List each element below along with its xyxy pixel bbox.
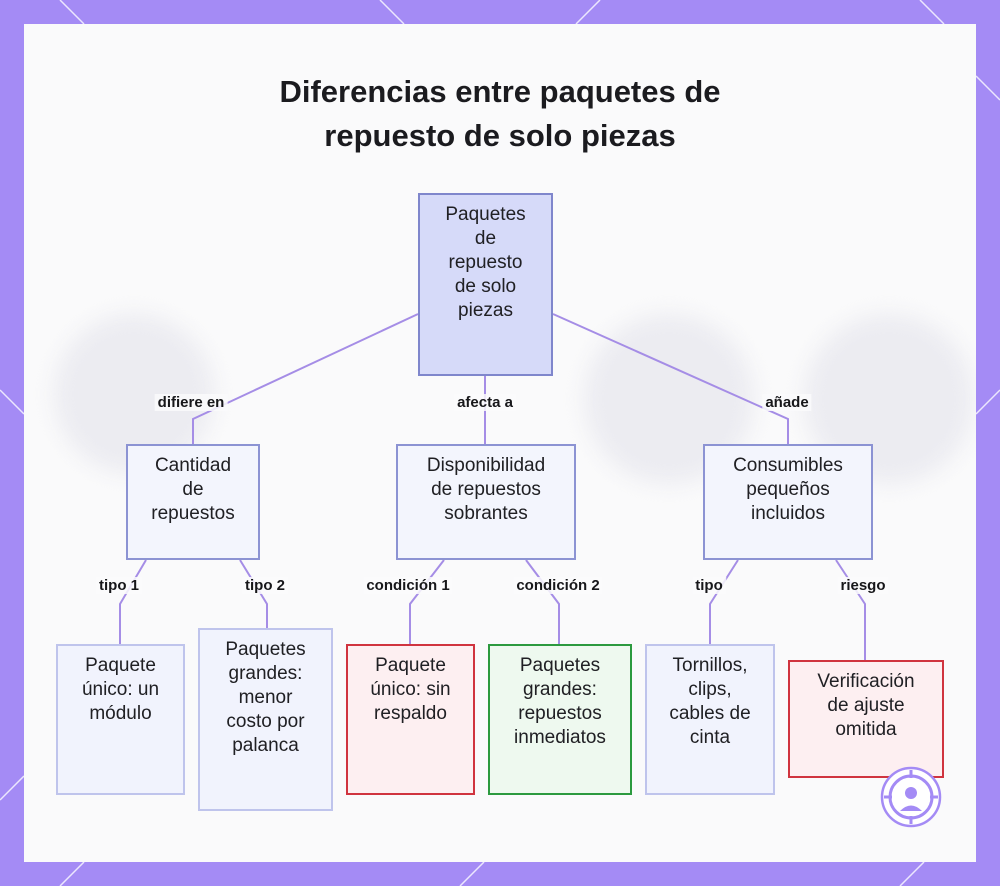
- node-tornillos-label: Tornillos, clips, cables de cinta: [669, 655, 751, 748]
- node-cantidad-repuestos: Cantidad de repuestos: [126, 444, 260, 560]
- node-paquete-unico-modulo: Paquete único: un módulo: [56, 644, 185, 795]
- node-root: Paquetes de repuesto de solo piezas: [418, 193, 553, 376]
- node-paquetes-grandes-inmediatos: Paquetes grandes: repuestos inmediatos: [488, 644, 632, 795]
- node-root-label: Paquetes de repuesto de solo piezas: [445, 204, 526, 321]
- node-disponibilidad: Disponibilidad de repuestos sobrantes: [396, 444, 576, 560]
- edge-label-tipo: tipo: [692, 577, 726, 594]
- edge-label-tipo-1: tipo 1: [96, 577, 142, 594]
- logo-icon: [880, 766, 942, 828]
- node-verificacion-label: Verificación de ajuste omitida: [817, 671, 915, 740]
- node-cantidad-label: Cantidad de repuestos: [151, 455, 235, 524]
- node-paquete-unico-respaldo: Paquete único: sin respaldo: [346, 644, 475, 795]
- node-paquetes-grandes-inmediatos-label: Paquetes grandes: repuestos inmediatos: [514, 655, 606, 748]
- edge-label-tipo-2: tipo 2: [242, 577, 288, 594]
- node-disponibilidad-label: Disponibilidad de repuestos sobrantes: [426, 455, 546, 524]
- node-consumibles: Consumibles pequeños incluidos: [703, 444, 873, 560]
- connector-lines: [119, 313, 866, 660]
- edge-root-cantidad: [192, 313, 419, 444]
- node-paquete-unico-modulo-label: Paquete único: un módulo: [81, 655, 160, 724]
- edge-label-condicion-1: condición 1: [363, 577, 453, 594]
- edge-disponibilidad-cond1: [409, 559, 445, 644]
- title-line-1: Diferencias entre paquetes de: [279, 74, 721, 109]
- edge-consumibles-tipo: [709, 559, 739, 644]
- edge-cantidad-tipo1: [119, 559, 147, 644]
- edge-label-riesgo: riesgo: [837, 577, 889, 594]
- edge-disponibilidad-cond2: [525, 559, 560, 644]
- diagram-title: Diferencias entre paquetes de repuesto d…: [24, 70, 976, 158]
- node-tornillos: Tornillos, clips, cables de cinta: [645, 644, 775, 795]
- edge-cantidad-tipo2: [239, 559, 268, 628]
- edge-root-consumibles: [552, 313, 789, 444]
- title-line-2: repuesto de solo piezas: [324, 118, 676, 153]
- diagram-canvas: Diferencias entre paquetes de repuesto d…: [24, 24, 976, 862]
- edge-consumibles-riesgo: [835, 559, 866, 660]
- node-paquetes-grandes-costo-label: Paquetes grandes: menor costo por palanc…: [225, 639, 306, 756]
- node-verificacion: Verificación de ajuste omitida: [788, 660, 944, 778]
- edge-label-condicion-2: condición 2: [513, 577, 603, 594]
- edge-label-afecta-a: afecta a: [454, 394, 516, 411]
- node-consumibles-label: Consumibles pequeños incluidos: [733, 455, 843, 524]
- edge-label-difiere-en: difiere en: [154, 394, 228, 411]
- node-paquetes-grandes-costo: Paquetes grandes: menor costo por palanc…: [198, 628, 333, 811]
- edge-label-anade: añade: [762, 394, 812, 411]
- node-paquete-unico-respaldo-label: Paquete único: sin respaldo: [370, 655, 451, 724]
